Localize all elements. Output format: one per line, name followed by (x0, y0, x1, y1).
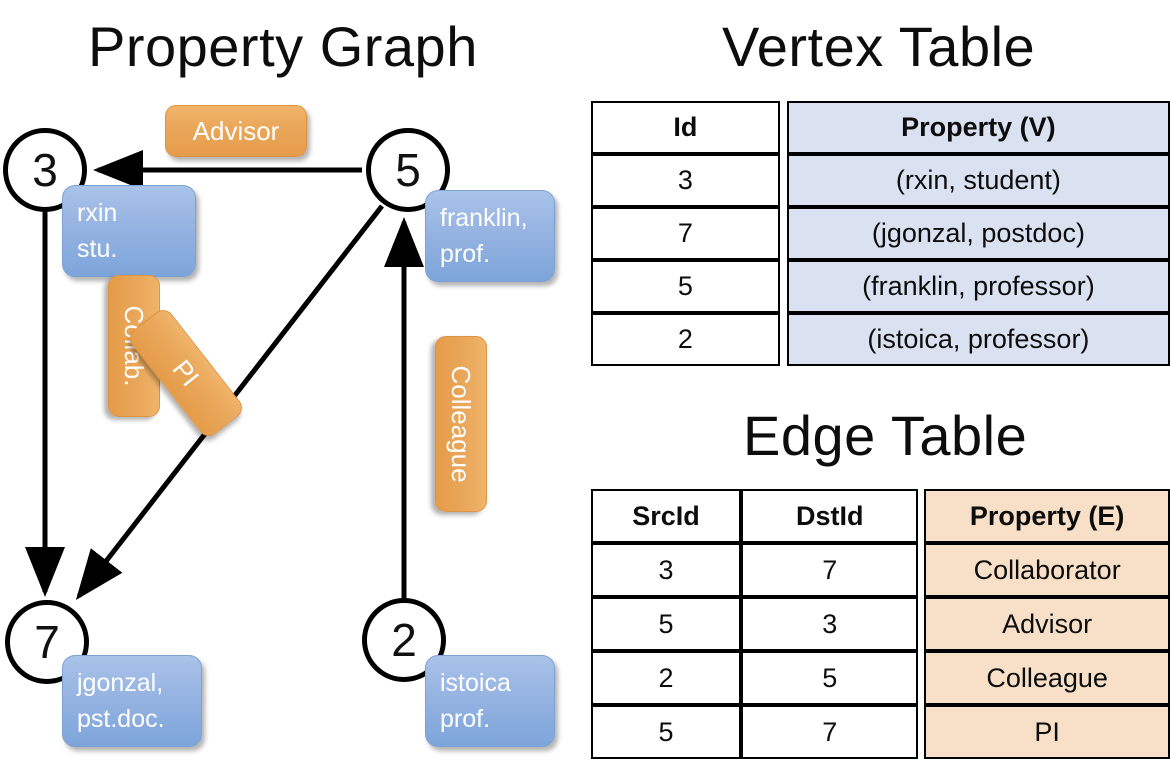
graph-node-5[interactable]: 5 (366, 128, 450, 212)
edge-row-0-property: Collaborator (924, 543, 1170, 597)
node-property-5-line2: prof. (440, 239, 491, 268)
graph-node-3-id: 3 (32, 144, 58, 196)
node-property-7-line1: jgonzal, (77, 669, 164, 697)
edge-table-header-srcid: SrcId (591, 489, 742, 543)
table-row[interactable]: 7 (jgonzal, postdoc) (591, 207, 1170, 260)
edge-row-1-dst: 3 (741, 597, 919, 651)
vertex-row-3-property: (istoica, professor) (786, 313, 1170, 366)
edge-table-column-gap (918, 489, 925, 543)
edge-table: SrcId DstId Property (E) 3 7 Collaborato… (591, 489, 1170, 759)
edge-row-3-dst: 7 (741, 705, 919, 759)
vertex-table-column-gap (779, 207, 787, 260)
edge-table-column-gap (918, 705, 925, 759)
vertex-row-2-id: 5 (591, 260, 780, 313)
edge-label-advisor-text: Advisor (192, 116, 280, 146)
vertex-table-column-gap (779, 101, 787, 154)
graph-node-2-id: 2 (391, 614, 417, 666)
edge-label-advisor[interactable]: Advisor (165, 105, 307, 157)
edge-row-3-property: PI (924, 705, 1170, 759)
vertex-table-column-gap (779, 154, 787, 207)
node-property-box-5[interactable]: franklin, prof. (425, 190, 555, 282)
vertex-row-0-property: (rxin, student) (786, 154, 1170, 207)
graph-node-7-id: 7 (34, 616, 60, 668)
node-property-box-2[interactable]: istoica prof. (425, 655, 555, 747)
table-row[interactable]: 3 7 Collaborator (591, 543, 1170, 597)
vertex-table-column-gap (779, 260, 787, 313)
edge-row-1-src: 5 (591, 597, 742, 651)
node-property-2-line2: prof. (440, 704, 491, 733)
vertex-row-3-id: 2 (591, 313, 780, 366)
edge-label-colleague[interactable]: Colleague (435, 336, 487, 512)
graph-node-2[interactable]: 2 (362, 598, 446, 682)
vertex-table: Id Property (V) 3 (rxin, student) 7 (jgo… (591, 101, 1170, 366)
vertex-row-1-id: 7 (591, 207, 780, 260)
edge-label-pi-text: PI (166, 354, 206, 392)
edge-row-2-src: 2 (591, 651, 742, 705)
node-property-3-line2: stu. (77, 234, 118, 263)
edge-table-header-property: Property (E) (924, 489, 1170, 543)
edge-row-1-property: Advisor (924, 597, 1170, 651)
table-row[interactable]: 3 (rxin, student) (591, 154, 1170, 207)
node-property-7-line2: pst.doc. (77, 704, 165, 733)
table-row[interactable]: 5 (franklin, professor) (591, 260, 1170, 313)
edge-table-header-row: SrcId DstId Property (E) (591, 489, 1170, 543)
table-row[interactable]: 5 7 PI (591, 705, 1170, 759)
node-property-5-line1: franklin, (440, 204, 528, 232)
table-row[interactable]: 5 3 Advisor (591, 597, 1170, 651)
vertex-row-1-property: (jgonzal, postdoc) (786, 207, 1170, 260)
edge-row-0-dst: 7 (741, 543, 919, 597)
page-title-property-graph: Property Graph (88, 15, 478, 78)
edge-table-column-gap (918, 597, 925, 651)
edge-table-column-gap (918, 651, 925, 705)
table-row[interactable]: 2 5 Colleague (591, 651, 1170, 705)
node-property-box-3[interactable]: rxin stu. (62, 185, 196, 277)
edge-row-3-src: 5 (591, 705, 742, 759)
edge-table-header-dstid: DstId (741, 489, 919, 543)
page-title-edge-table: Edge Table (743, 404, 1028, 467)
vertex-row-0-id: 3 (591, 154, 780, 207)
edge-row-2-dst: 5 (741, 651, 919, 705)
vertex-table-header-property: Property (V) (786, 101, 1170, 154)
edge-label-colleague-text: Colleague (446, 365, 476, 483)
vertex-table-header-id: Id (591, 101, 780, 154)
table-row[interactable]: 2 (istoica, professor) (591, 313, 1170, 366)
edge-row-2-property: Colleague (924, 651, 1170, 705)
edge-table-column-gap (918, 543, 925, 597)
vertex-table-column-gap (779, 313, 787, 366)
page-title-vertex-table: Vertex Table (722, 15, 1036, 78)
vertex-row-2-property: (franklin, professor) (786, 260, 1170, 313)
node-property-box-7[interactable]: jgonzal, pst.doc. (62, 655, 202, 747)
property-graph-diagram: 3 5 7 2 rxin stu. franklin, prof. jgonza… (0, 0, 580, 760)
vertex-table-header-row: Id Property (V) (591, 101, 1170, 154)
edge-row-0-src: 3 (591, 543, 742, 597)
node-property-3-line1: rxin (77, 199, 118, 227)
graph-node-5-id: 5 (395, 144, 421, 196)
node-property-2-line1: istoica (440, 669, 511, 697)
